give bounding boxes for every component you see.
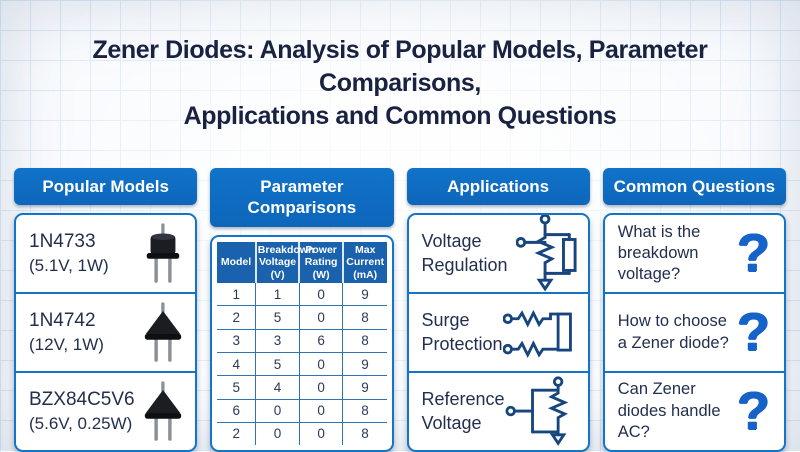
question-text: Can Zener diodes handle AC? [618, 379, 737, 443]
table-cell: 5 [217, 376, 256, 399]
table-cell: 4 [256, 376, 300, 399]
question-row-breakdown-voltage: What is the breakdown voltage? ? [605, 215, 784, 294]
table-cell: 0 [299, 399, 343, 422]
table-cell: 9 [343, 376, 387, 399]
table-cell: 8 [343, 329, 387, 352]
question-mark-icon: ? [737, 387, 774, 436]
column-applications: Applications Voltage Regulation [407, 168, 590, 452]
applications-header: Applications [407, 168, 590, 205]
table-cell: 1 [217, 283, 256, 306]
model-text: 1N4742 (12V, 1W) [29, 309, 104, 356]
table-cell: 0 [299, 376, 343, 399]
table-column-header: Power Rating (W) [299, 242, 343, 284]
table-cell: 6 [217, 399, 256, 422]
table-cell: 6 [299, 329, 343, 352]
table-column-header: Model [217, 242, 256, 284]
question-mark-icon: ? [737, 308, 774, 357]
table-cell: 8 [343, 306, 387, 329]
application-label: Surge Protection [422, 309, 503, 356]
model-spec: (12V, 1W) [29, 334, 104, 356]
parameter-comparisons-header: Parameter Comparisons [210, 168, 393, 227]
table-cell: 5 [256, 306, 300, 329]
question-mark-icon: ? [737, 229, 774, 278]
diode-cone-icon [141, 302, 185, 364]
table-column-header: Max Current (mA) [343, 242, 387, 284]
application-row-reference-voltage: Reference Voltage [409, 373, 588, 450]
table-cell: 8 [343, 422, 387, 445]
table-cell: 3 [256, 329, 300, 352]
model-name: BZX84C5V6 [29, 388, 135, 413]
applications-card: Voltage Regulation [407, 213, 590, 452]
page-title: Zener Diodes: Analysis of Popular Models… [0, 0, 800, 133]
question-text: What is the breakdown voltage? [618, 222, 737, 286]
table-cell: 8 [343, 399, 387, 422]
table-cell: 9 [343, 283, 387, 306]
table-cell: 0 [299, 306, 343, 329]
application-row-surge-protection: Surge Protection [409, 294, 588, 373]
application-label: Voltage Regulation [422, 230, 516, 277]
question-row-handle-ac: Can Zener diodes handle AC? ? [605, 373, 784, 450]
columns-container: Popular Models 1N4733 (5.1V, 1W) [0, 168, 800, 452]
table-cell: 0 [299, 352, 343, 375]
model-text: BZX84C5V6 (5.6V, 0.25W) [29, 388, 135, 435]
voltage-regulation-circuit-icon [516, 213, 578, 294]
table-cell: 2 [217, 422, 256, 445]
diode-cone-icon [141, 381, 185, 443]
column-popular-models: Popular Models 1N4733 (5.1V, 1W) [14, 168, 197, 452]
popular-models-card: 1N4733 (5.1V, 1W) 1N4742 [14, 213, 197, 452]
reference-voltage-circuit-icon [505, 376, 579, 448]
column-common-questions: Common Questions What is the breakdown v… [603, 168, 786, 452]
question-row-choose-diode: How to choose a Zener diode? ? [605, 294, 784, 373]
model-spec: (5.1V, 1W) [29, 255, 109, 277]
table-cell: 0 [299, 283, 343, 306]
table-cell: 5 [256, 352, 300, 375]
application-row-voltage-regulation: Voltage Regulation [409, 215, 588, 294]
table-cell: 2 [217, 306, 256, 329]
model-name: 1N4742 [29, 309, 104, 334]
model-spec: (5.6V, 0.25W) [29, 413, 135, 435]
model-text: 1N4733 (5.1V, 1W) [29, 230, 109, 277]
model-row-bzx84c5v6: BZX84C5V6 (5.6V, 0.25W) [16, 373, 195, 450]
popular-models-header: Popular Models [14, 168, 197, 205]
table-column-header: Breakdown Voltage (V) [256, 242, 300, 284]
table-cell: 0 [256, 422, 300, 445]
table-cell: 3 [217, 329, 256, 352]
table-cell: 0 [299, 422, 343, 445]
model-name: 1N4733 [29, 230, 109, 255]
table-cell: 9 [343, 352, 387, 375]
page-title-line1: Zener Diodes: Analysis of Popular Models… [93, 36, 708, 97]
model-row-1n4733: 1N4733 (5.1V, 1W) [16, 215, 195, 294]
question-text: How to choose a Zener diode? [618, 311, 737, 354]
table-cell: 4 [217, 352, 256, 375]
table-cell: 1 [256, 283, 300, 306]
table-cell: 0 [256, 399, 300, 422]
surge-protection-circuit-icon [503, 305, 579, 361]
diode-can-icon [141, 223, 185, 285]
application-label: Reference Voltage [422, 388, 505, 435]
model-row-1n4742: 1N4742 (12V, 1W) [16, 294, 195, 373]
page-title-line2: Applications and Common Questions [184, 102, 617, 130]
common-questions-header: Common Questions [603, 168, 786, 205]
common-questions-card: What is the breakdown voltage? ? How to … [603, 213, 786, 452]
